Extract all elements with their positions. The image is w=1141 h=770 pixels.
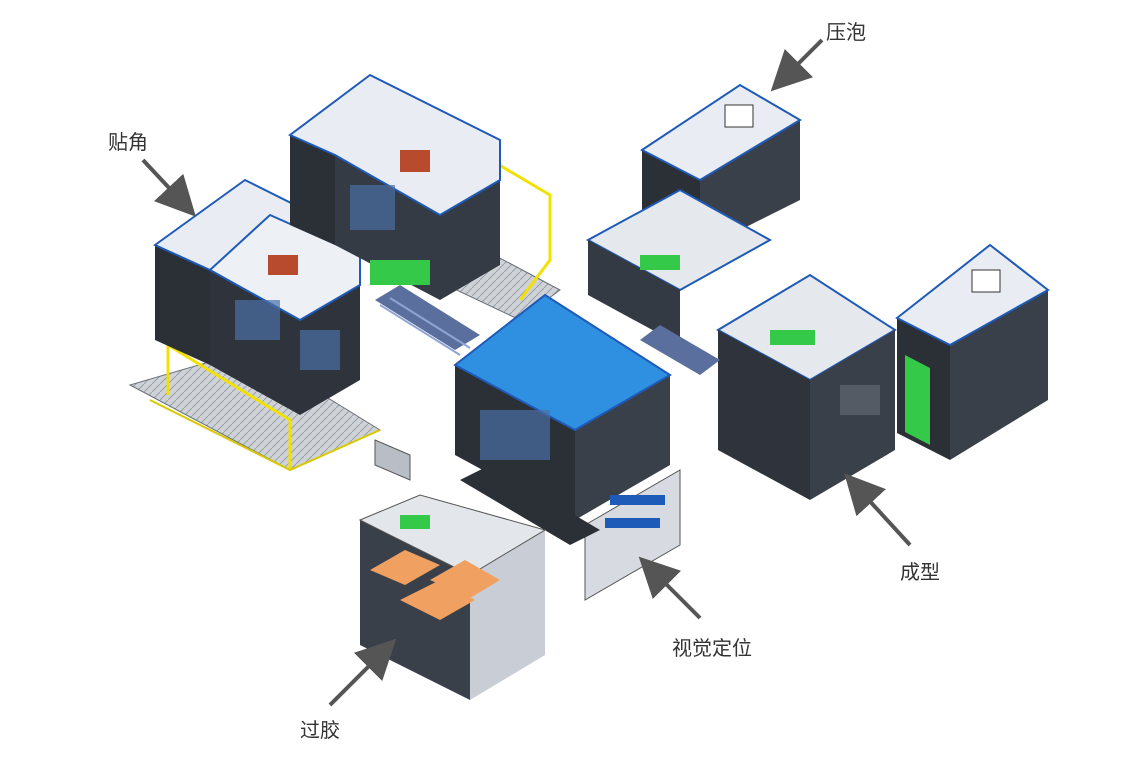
guojiao-tray-3 — [430, 560, 500, 598]
shijue-display-strip — [610, 495, 665, 505]
shijue-display-strip-2 — [605, 518, 660, 528]
guojiao-green-part — [400, 515, 430, 529]
tiejiao-station-rear — [288, 73, 561, 321]
chengxing-console — [840, 385, 880, 415]
right-green-door — [905, 355, 930, 445]
tiejiao-top-hatch — [268, 255, 298, 275]
chengxing-station — [715, 243, 1050, 500]
tiejiao-safety-rail — [166, 342, 292, 470]
guojiao-frame-right — [470, 530, 545, 700]
right-cabinet-roof — [895, 243, 1050, 347]
shijue-output-conveyor — [460, 465, 600, 545]
arrow-shijue — [638, 556, 702, 620]
guojiao-tray-1 — [370, 550, 440, 585]
chengxing-frame-left — [718, 330, 810, 500]
yapao-station — [585, 83, 802, 345]
rear-cabinet-roof — [288, 73, 501, 217]
tiejiao-safety-rail-lower — [149, 399, 381, 472]
rear-cabinet-left — [290, 135, 335, 245]
tiejiao-cabinet-front-left — [155, 245, 210, 365]
shijue-station — [453, 293, 681, 601]
yapao-green-board — [640, 255, 680, 270]
arrow-yapao — [770, 38, 824, 92]
yapao-frame-base — [588, 240, 680, 345]
rear-window — [350, 185, 395, 230]
arrow-chengxing — [844, 473, 912, 547]
shijue-roof — [453, 293, 672, 432]
left-small-cart — [374, 439, 411, 481]
yapao-top-hatch — [724, 104, 754, 128]
arrow-guojiao — [328, 638, 397, 707]
shijue-window — [480, 410, 550, 460]
right-top-hatch — [971, 269, 1001, 293]
rear-top-hatch — [400, 150, 430, 172]
label-chengxing: 成型 — [900, 560, 940, 584]
guojiao-station — [358, 494, 547, 700]
conveyor-right — [640, 325, 720, 375]
chengxing-green-board — [770, 330, 815, 345]
label-tiejiao: 贴角 — [108, 130, 148, 154]
tiejiao-station — [128, 178, 382, 472]
label-shijue: 视觉定位 — [672, 636, 752, 660]
tiejiao-window — [235, 300, 280, 340]
arrow-tiejiao — [141, 158, 196, 217]
label-guojiao: 过胶 — [300, 718, 340, 742]
label-yapao: 压泡 — [826, 20, 866, 44]
shijue-cabinet-right — [575, 375, 670, 520]
yapao-roof — [640, 83, 802, 182]
right-cabinet-right — [950, 290, 1048, 460]
conveyor-left — [374, 285, 480, 481]
tiejiao-window-2 — [300, 330, 340, 370]
rear-green-board — [370, 260, 430, 285]
